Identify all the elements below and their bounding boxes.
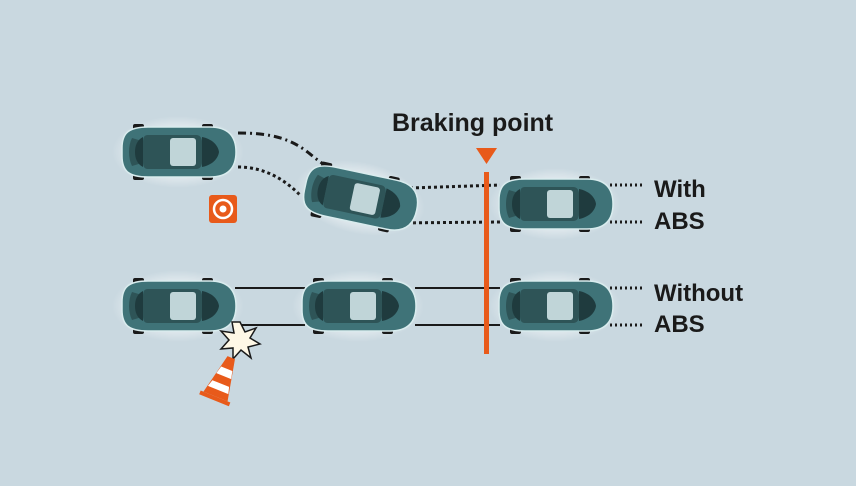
car-with-abs-swerving — [287, 148, 433, 248]
without-abs-label-line2: ABS — [654, 311, 705, 338]
with-abs-label-line1: With — [654, 176, 706, 203]
car-with-abs-start — [111, 115, 245, 189]
braking-point-label: Braking point — [392, 109, 554, 137]
collision-burst-icon — [219, 321, 262, 361]
car-with-abs-stopped — [488, 167, 622, 241]
target-icon — [209, 195, 237, 223]
triangle-down-icon — [476, 148, 497, 164]
with-abs-label-line2: ABS — [654, 208, 705, 235]
braking-point-line — [476, 148, 497, 354]
traffic-cone-icon — [199, 356, 235, 407]
with-abs-path — [237, 131, 645, 225]
car-without-abs-middle — [291, 269, 425, 343]
without-abs-label-line1: Without — [654, 280, 744, 307]
car-without-abs-stopped — [488, 269, 622, 343]
